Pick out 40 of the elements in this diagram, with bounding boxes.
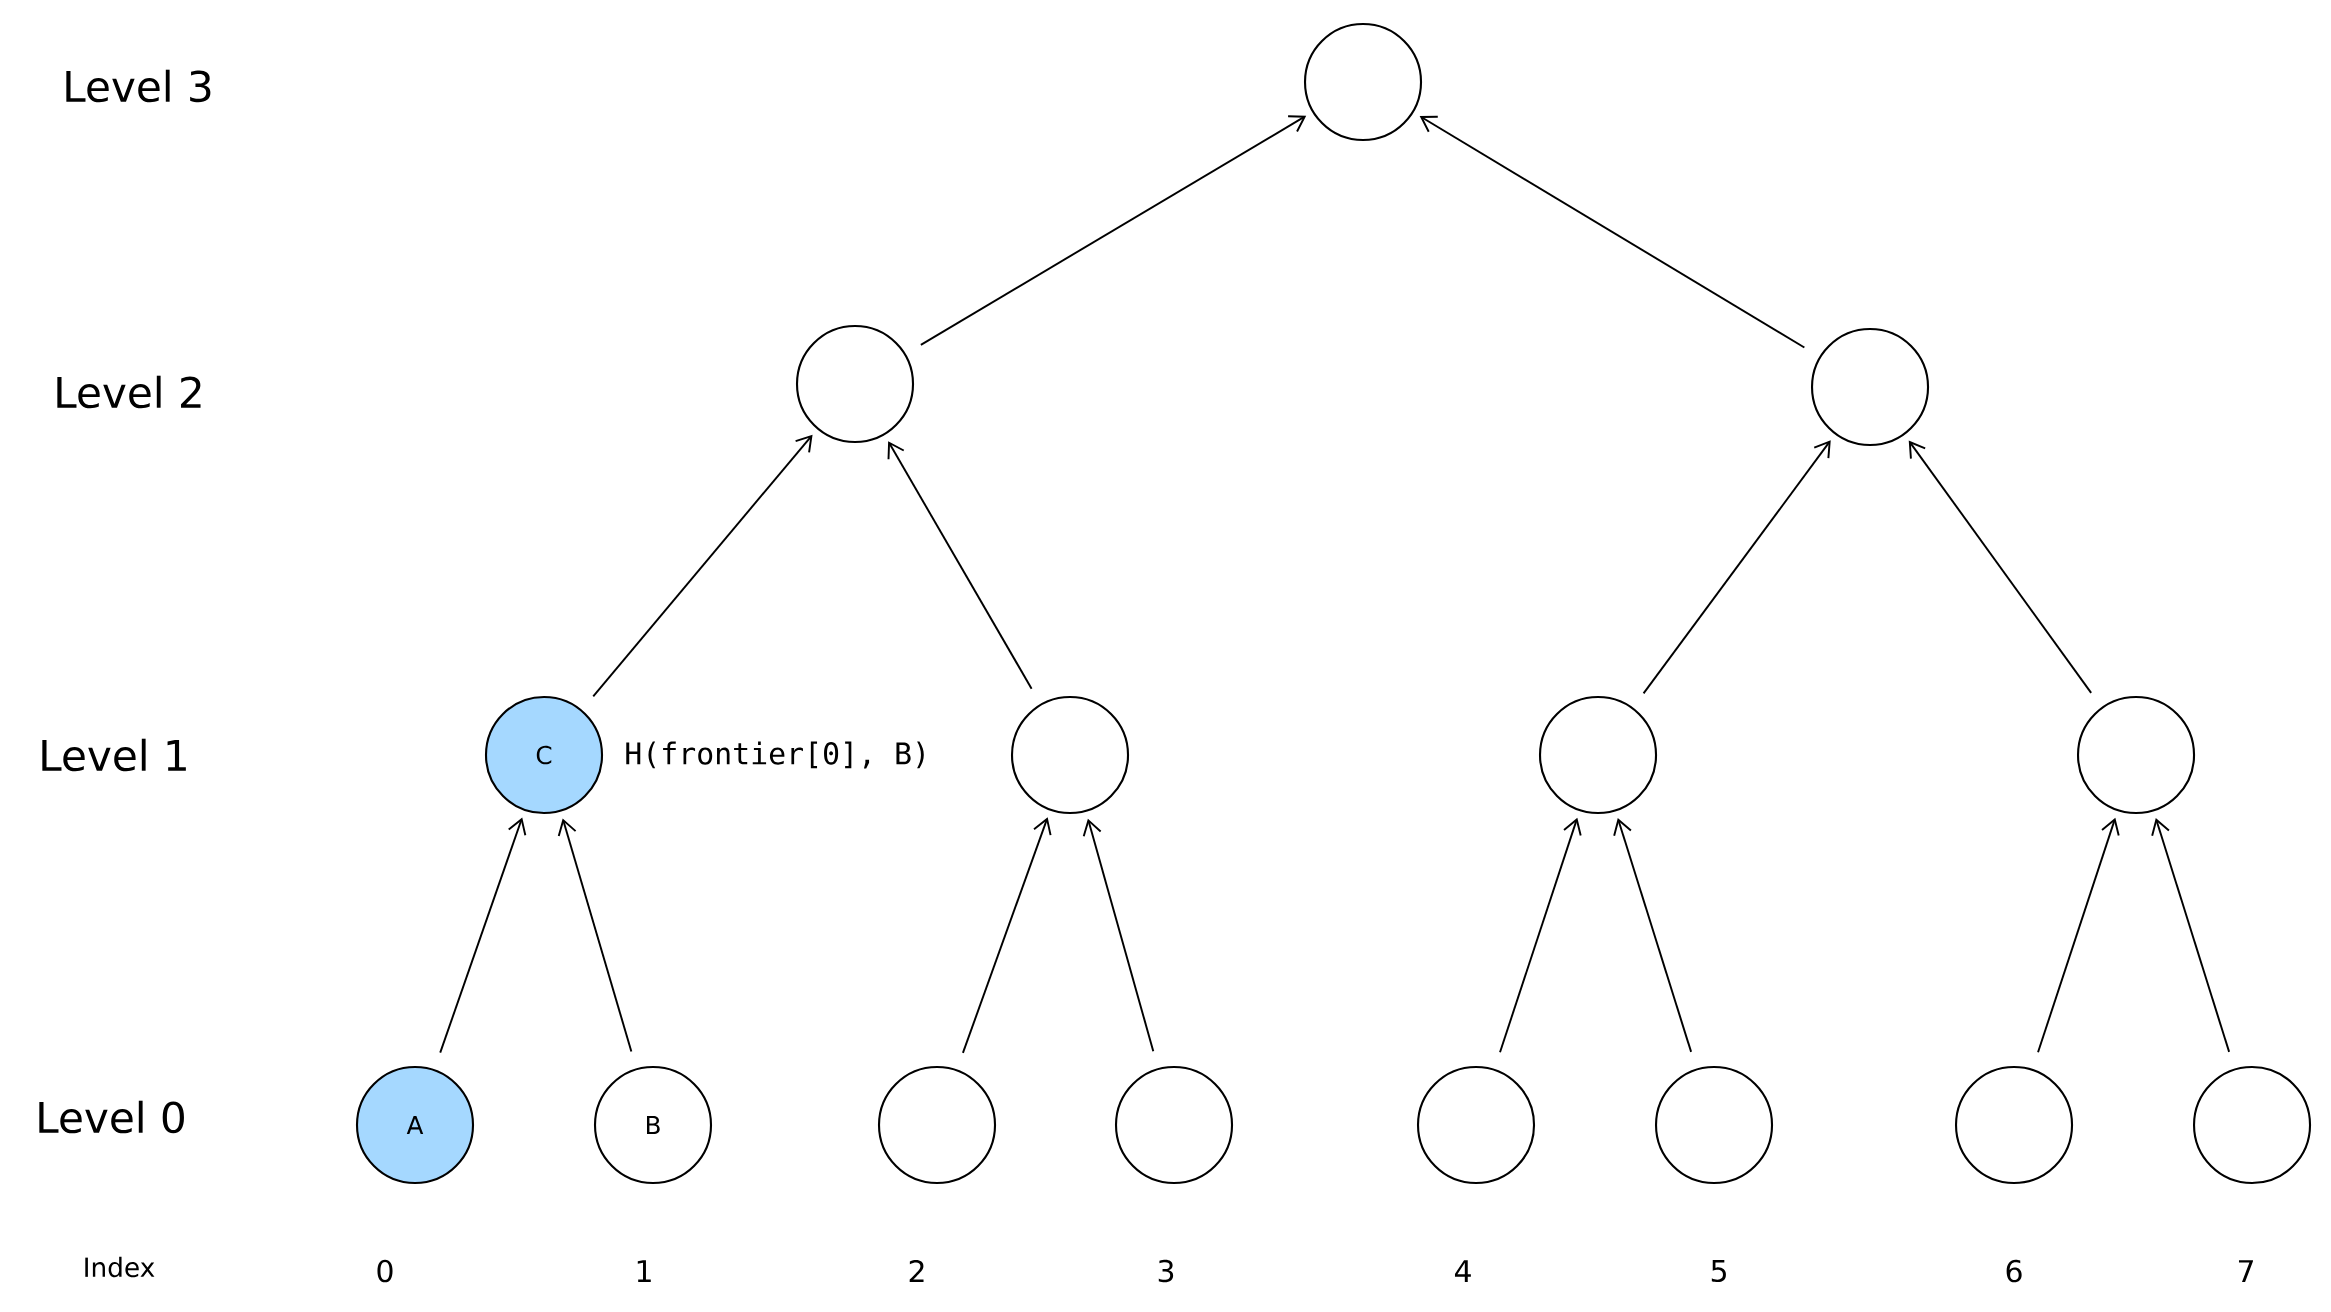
arrow <box>1908 440 2093 694</box>
node-circle <box>877 1065 997 1185</box>
arrow <box>439 817 527 1054</box>
arrow <box>2151 818 2231 1053</box>
arrow <box>887 441 1033 690</box>
arrow <box>1499 817 1582 1054</box>
arrow <box>592 434 813 698</box>
index-number: 3 <box>1158 1259 1174 1283</box>
node-circle <box>1303 22 1423 142</box>
node-circle <box>1810 327 1930 447</box>
node-circle <box>2192 1065 2312 1185</box>
node-circle <box>1114 1065 1234 1185</box>
arrow <box>1082 818 1155 1053</box>
arrow <box>2037 817 2120 1054</box>
arrow <box>557 818 633 1053</box>
index-number: 7 <box>2239 1260 2253 1282</box>
node-circle <box>795 324 915 444</box>
arrow <box>919 115 1307 346</box>
index-number: 6 <box>2006 1259 2022 1283</box>
index-number: 2 <box>909 1259 924 1283</box>
index-number: 5 <box>1711 1259 1726 1283</box>
level-label: Level 3 <box>66 69 211 103</box>
arrow <box>1642 440 1831 695</box>
arrow <box>1613 818 1693 1053</box>
level-label: Level 2 <box>57 375 201 409</box>
arrow <box>1419 115 1806 349</box>
node-circle <box>2076 695 2196 815</box>
node-circle <box>1954 1065 2074 1185</box>
index-number: 4 <box>1455 1260 1471 1282</box>
index-number: 0 <box>377 1259 393 1283</box>
node-circle <box>1538 695 1658 815</box>
level-label: Level 0 <box>39 1100 184 1134</box>
index-number: 1 <box>637 1260 651 1282</box>
node-circle <box>1654 1065 1774 1185</box>
annotation-text: H(frontier[0], B) <box>626 741 924 769</box>
node-circle <box>1416 1065 1536 1185</box>
level-label: Level 1 <box>42 738 186 772</box>
node-circle <box>1010 695 1130 815</box>
axis-label: Index <box>85 1256 155 1278</box>
arrow <box>961 817 1052 1054</box>
